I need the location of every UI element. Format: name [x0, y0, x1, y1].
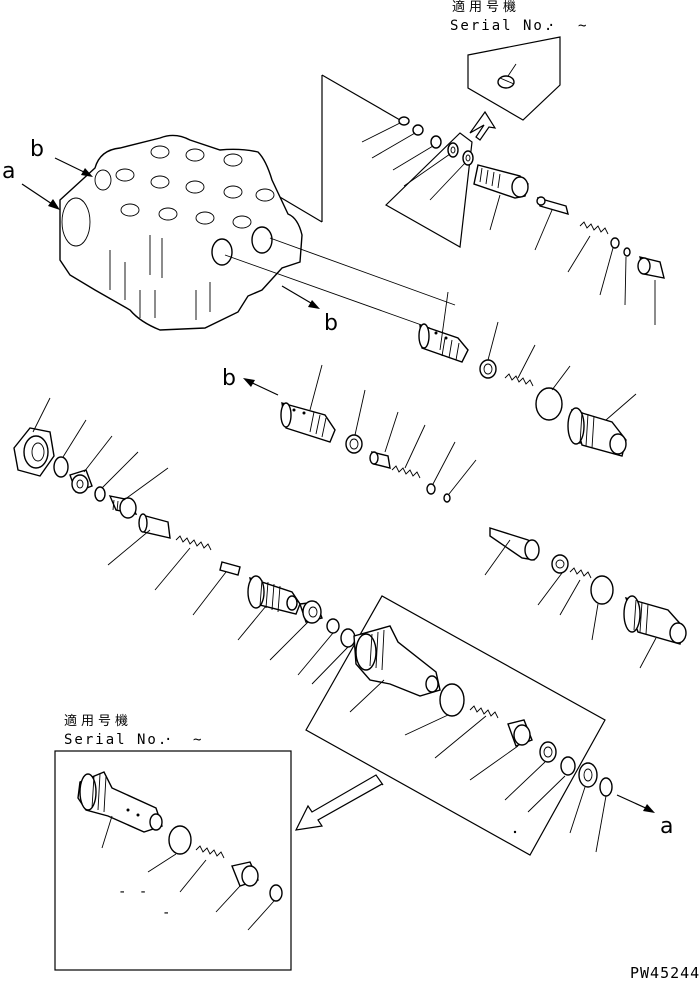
inset-pointer-arrow [469, 110, 497, 141]
part-plug-upper [637, 256, 665, 325]
top-inset-serial-dot: · [547, 18, 557, 34]
inset-dash-pair: - - [118, 884, 149, 900]
part-relief-body [237, 575, 301, 641]
part-nut-grouped [504, 741, 557, 801]
bottom-inset-serial-dot: · [164, 732, 174, 748]
callout-a-right-label: a [660, 814, 673, 839]
part-oring-outer [595, 777, 613, 853]
bottom-inset-serial-tilde: ~ [193, 732, 203, 748]
bottom-serial-inset: 適用号機 Serial No. · ~ [54, 713, 292, 971]
part-spacer-sec [369, 411, 399, 469]
part-cap-right [623, 595, 687, 669]
part-shim [610, 237, 620, 249]
top-inset-serial-tilde: ~ [578, 18, 588, 34]
callout-b-spool: b [222, 366, 279, 396]
upper-parts-row [361, 116, 665, 325]
part-check-poppet [473, 164, 529, 231]
part-nut-large [13, 397, 55, 477]
grouped-relief-assembly [305, 595, 613, 856]
part-nut-right [537, 554, 569, 606]
inset-spring [179, 845, 225, 893]
bottom-inset-frame [54, 750, 292, 971]
part-pin-left [192, 561, 241, 616]
inset-orifice-part [497, 63, 517, 89]
part-oring-relief [297, 618, 340, 676]
part-oring-left2 [94, 451, 139, 502]
part-shim-sec [426, 483, 436, 495]
inset-oring [147, 825, 192, 873]
part-collar [345, 389, 366, 454]
left-parts-string [13, 397, 356, 685]
part-spring-main [504, 344, 536, 387]
part-oring-right [590, 575, 614, 641]
inset-hollow-arrow [294, 774, 384, 831]
part-ball [398, 116, 410, 126]
part-oring-left1 [53, 419, 87, 478]
inset-relief-body [77, 771, 163, 849]
part-backup-relief [311, 628, 356, 685]
callout-a-left: a [2, 159, 60, 210]
part-piston-left [107, 513, 171, 566]
callout-b-mid-label: b [324, 311, 338, 336]
part-poppet-right [484, 527, 540, 576]
part-spring-left [154, 535, 212, 591]
top-inset-applicable-label: 適用号機 [452, 0, 520, 15]
valve-body [59, 134, 456, 331]
bottom-inset-applicable-label: 適用号機 [64, 713, 132, 729]
part-relief-main-body [349, 625, 441, 713]
part-spring-upper [567, 221, 609, 273]
part-plunger-grouped [469, 719, 533, 781]
part-washer [447, 142, 459, 158]
part-seat [412, 124, 424, 136]
main-spool-row [418, 291, 637, 457]
drawing-code: PW45244 [630, 964, 700, 982]
part-sleeve-left [108, 467, 169, 519]
part-nut-relief [269, 600, 323, 661]
callout-b-mid: b [281, 285, 338, 336]
part-seal-retainer [479, 321, 499, 379]
part-bushing-left [69, 435, 113, 494]
callout-a-right: a [616, 794, 673, 839]
part-oring-small [430, 135, 442, 149]
top-serial-inset: 適用号機 Serial No. · ~ [450, 0, 588, 141]
part-spool-secondary [280, 364, 336, 443]
part-oring-tiny [623, 247, 631, 257]
part-ring-sec [443, 493, 451, 503]
part-spring-grouped [434, 705, 499, 759]
inset-dash-single: - [162, 905, 172, 921]
inset-washer [247, 884, 283, 931]
body-port-a [61, 197, 91, 247]
part-oring-large [535, 365, 571, 421]
callout-b-left: b [30, 137, 93, 177]
part-spool-main [418, 291, 469, 363]
bottom-inset-serial-label: Serial No. [64, 732, 168, 748]
part-ring-outer [569, 762, 598, 834]
part-washer-2 [462, 150, 474, 166]
callout-b-spool-label: b [222, 366, 236, 391]
upper-group-bracket [267, 74, 473, 248]
part-oring-grouped [404, 683, 465, 736]
callout-a-left-label: a [2, 159, 15, 184]
top-inset-serial-label: Serial No. [450, 18, 554, 34]
part-washer-grouped [527, 756, 576, 813]
right-valve-string [484, 527, 687, 669]
callout-b-left-label: b [30, 137, 44, 162]
part-cap-main [567, 393, 637, 457]
part-spring-sec [391, 424, 426, 479]
part-spring-right [559, 567, 592, 616]
body-port-b [94, 169, 112, 191]
part-pilot-pin [534, 196, 569, 251]
secondary-spool-row [280, 364, 477, 503]
inset-plunger [215, 861, 259, 913]
top-inset-frame [467, 36, 561, 121]
